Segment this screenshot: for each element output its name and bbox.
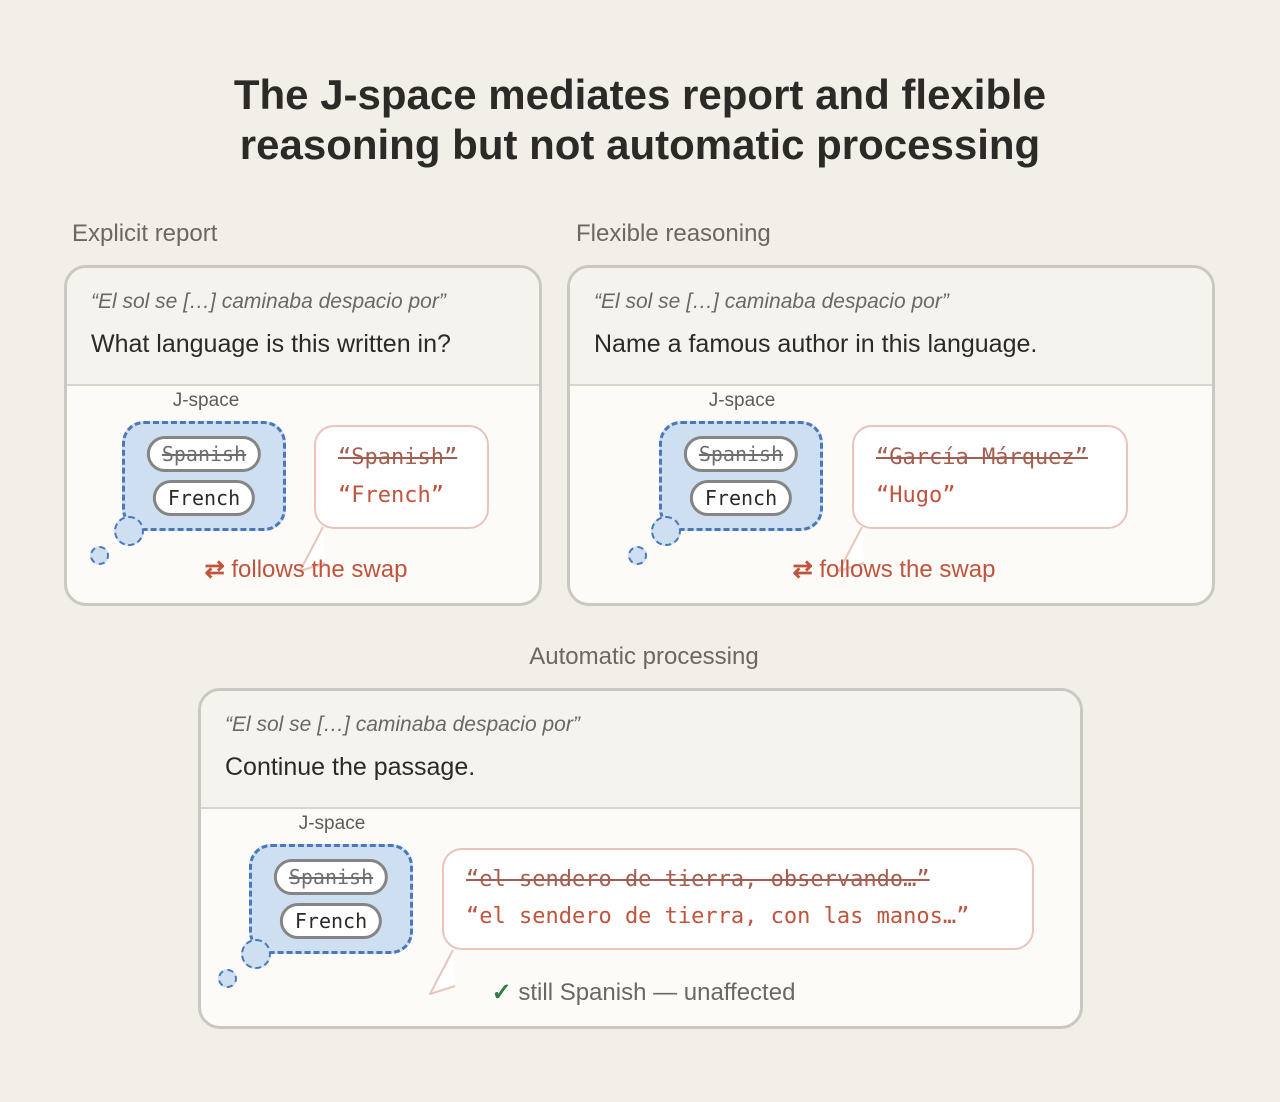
prompt-area: “El sol se […] caminaba despacio por” Co… — [201, 691, 1080, 809]
pill-swapped-language: French — [689, 480, 793, 516]
jspace-box: Spanish French — [659, 421, 823, 531]
speech-tail-icon — [299, 526, 326, 572]
swap-arrows-icon: ⇄ — [792, 556, 813, 583]
jspace-box: Spanish French — [122, 421, 286, 531]
panel-flexible-reasoning: “El sol se […] caminaba despacio por” Na… — [567, 265, 1215, 606]
output-swapped: “French” — [338, 483, 444, 508]
output-swapped: “el sendero de tierra, con las manos…” — [466, 904, 970, 929]
prompt-area: “El sol se […] caminaba despacio por” Wh… — [67, 268, 539, 386]
prompt-quote: “El sol se […] caminaba despacio por” — [91, 290, 446, 313]
check-icon: ✓ — [491, 979, 512, 1006]
model-output-bubble: “Spanish” “French” — [314, 425, 489, 529]
pill-original-language: Spanish — [683, 436, 799, 472]
title-line-2: reasoning but not automatic processing — [239, 121, 1041, 168]
jspace-label: J-space — [708, 390, 776, 411]
result-text: still Spanish — unaffected — [518, 979, 796, 1006]
pill-original-language: Spanish — [273, 859, 389, 895]
prompt-quote: “El sol se […] caminaba despacio por” — [594, 290, 949, 313]
model-output-bubble: “el sendero de tierra, observando…” “el … — [442, 848, 1034, 950]
output-original: “Spanish” — [338, 445, 458, 470]
prompt-question: Continue the passage. — [225, 753, 476, 781]
thought-bubble-large-icon — [651, 516, 681, 546]
result-caption: ⇄ follows the swap — [67, 555, 539, 584]
thought-bubble-small-icon — [628, 546, 647, 565]
swap-arrows-icon: ⇄ — [204, 556, 225, 583]
section-label-explicit-report: Explicit report — [72, 220, 218, 247]
prompt-area: “El sol se […] caminaba despacio por” Na… — [570, 268, 1212, 386]
result-caption: ✓ still Spanish — unaffected — [201, 978, 1080, 1007]
section-label-automatic-processing: Automatic processing — [529, 643, 759, 670]
panel-explicit-report: “El sol se […] caminaba despacio por” Wh… — [64, 265, 542, 606]
speech-tail-icon — [838, 526, 865, 572]
figure-title: The J-space mediates report and flexible… — [0, 70, 1280, 170]
output-swapped: “Hugo” — [876, 483, 956, 508]
result-caption: ⇄ follows the swap — [570, 555, 1212, 584]
model-output-bubble: “García Márquez” “Hugo” — [852, 425, 1128, 529]
jspace-label: J-space — [298, 813, 366, 834]
thought-bubble-large-icon — [114, 516, 144, 546]
section-label-flexible-reasoning: Flexible reasoning — [576, 220, 771, 247]
panel-automatic-processing: “El sol se […] caminaba despacio por” Co… — [198, 688, 1083, 1029]
result-text: follows the swap — [231, 556, 408, 583]
output-original: “el sendero de tierra, observando…” — [466, 867, 930, 892]
prompt-quote: “El sol se […] caminaba despacio por” — [225, 713, 580, 736]
jspace-label: J-space — [172, 390, 240, 411]
title-line-1: The J-space mediates report and flexible — [233, 71, 1047, 118]
pill-swapped-language: French — [279, 903, 383, 939]
thought-bubble-small-icon — [218, 969, 237, 988]
thought-bubble-small-icon — [90, 546, 109, 565]
output-original: “García Márquez” — [876, 445, 1088, 470]
thought-bubble-large-icon — [241, 939, 271, 969]
speech-tail-icon — [429, 949, 456, 995]
result-text: follows the swap — [819, 556, 996, 583]
prompt-question: Name a famous author in this language. — [594, 330, 1038, 358]
prompt-question: What language is this written in? — [91, 330, 451, 358]
pill-original-language: Spanish — [146, 436, 262, 472]
jspace-box: Spanish French — [249, 844, 413, 954]
pill-swapped-language: French — [152, 480, 256, 516]
